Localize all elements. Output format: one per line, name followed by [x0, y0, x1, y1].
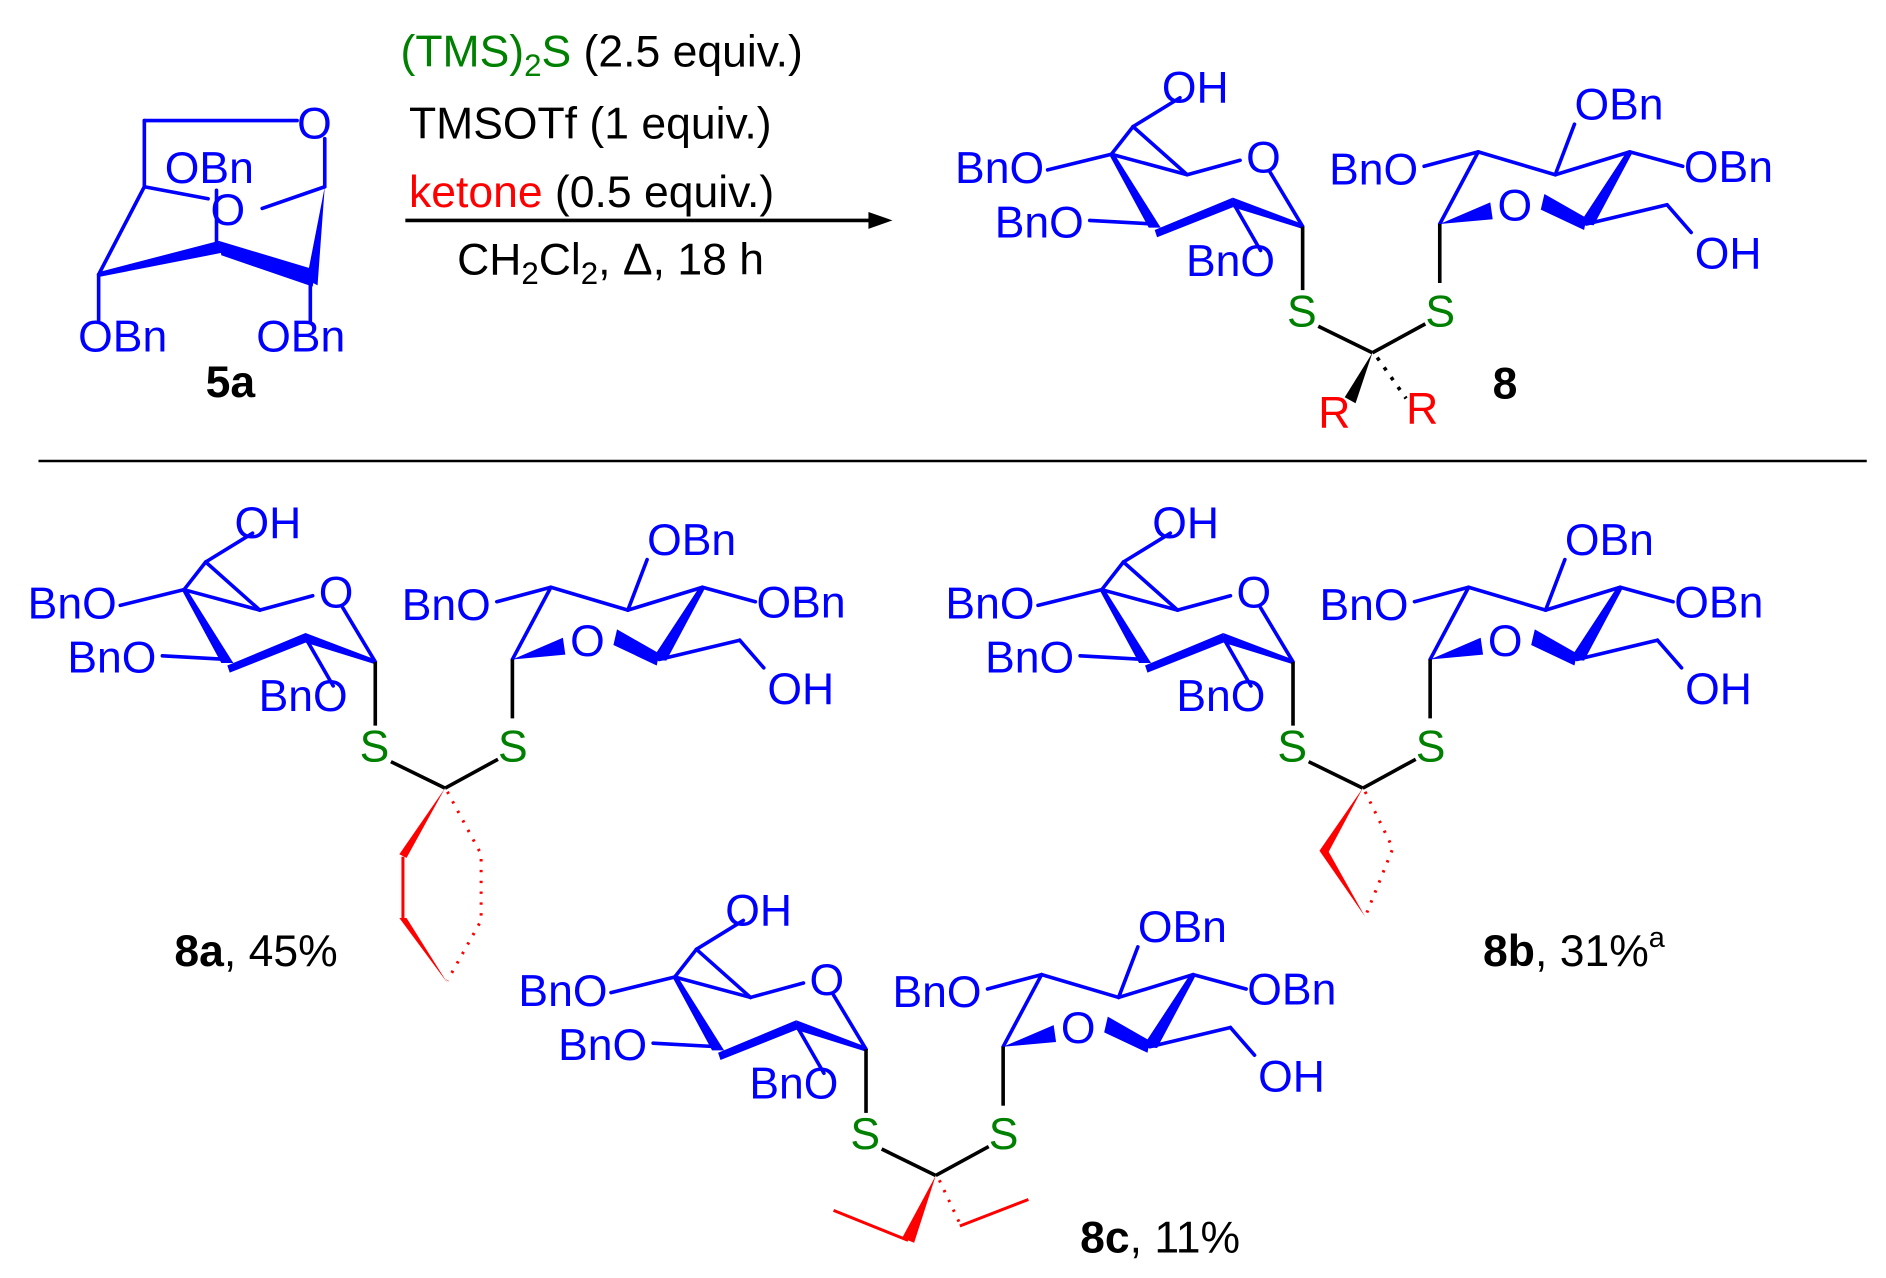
reactant-5a: O OBn O OBn OBn 5a: [78, 100, 345, 408]
product-8b: 8b, 31%a: [943, 497, 1766, 976]
product-8: R R 8: [953, 61, 1775, 437]
atom-obn-c4: OBn: [78, 313, 167, 362]
conditions-line-2: TMSOTf (1 equiv.): [409, 100, 772, 149]
atom-obn-c3: OBn: [165, 144, 254, 193]
reaction-conditions: (TMS)2S (2.5 equiv.) TMSOTf (1 equiv.) k…: [401, 27, 893, 291]
compound-label-8c: 8c, 11%: [1080, 1213, 1240, 1262]
product-8a: 8a, 45%: [25, 497, 848, 984]
compound-label-5a: 5a: [206, 358, 257, 407]
atom-ring-o: O: [210, 186, 245, 235]
conditions-line-3: ketone (0.5 equiv.): [409, 168, 774, 217]
conditions-line-4: CH2Cl2, Δ, 18 h: [457, 236, 764, 292]
atom-obn-c2: OBn: [256, 313, 345, 362]
substituent-r-left: R: [1318, 388, 1350, 437]
product-8c: 8c, 11%: [516, 884, 1339, 1262]
compound-label-8b: 8b, 31%a: [1483, 922, 1666, 976]
substituent-r-right: R: [1406, 385, 1438, 434]
conditions-line-1: (TMS)2S (2.5 equiv.): [401, 27, 803, 83]
compound-label-8: 8: [1493, 359, 1518, 408]
atom-anhydro-o: O: [297, 100, 332, 149]
arrow-head-icon: [868, 212, 893, 229]
compound-label-8a: 8a, 45%: [174, 927, 337, 976]
